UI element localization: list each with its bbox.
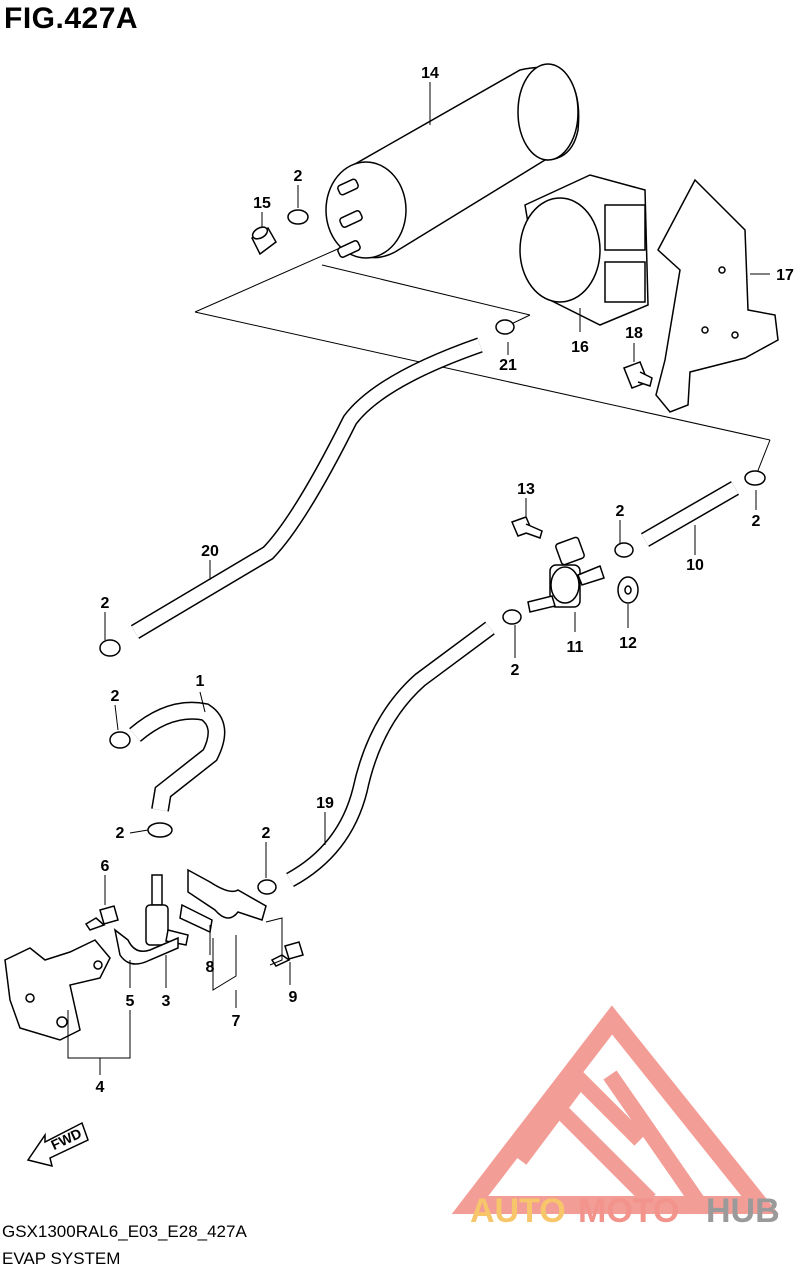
leader-lines [99,82,770,1075]
callout-21: 21 [499,357,517,374]
watermark-auto: AUTO [470,1192,566,1230]
callout-13: 13 [517,481,535,498]
callout-17: 17 [776,267,794,284]
fwd-arrow: FWD [26,1121,89,1168]
callout-2-g: 2 [116,825,125,842]
callout-9: 9 [289,989,298,1006]
bolt [623,361,653,389]
section-lines [194,247,771,479]
watermark-hub: HUB [706,1192,780,1230]
callout-2-f: 2 [111,688,120,705]
callout-10: 10 [686,557,704,574]
mounting-bracket [655,178,779,413]
callout-2-h: 2 [262,825,271,842]
callout-5: 5 [126,993,135,1010]
washer [617,576,639,604]
bolt-13 [510,516,543,539]
callout-12: 12 [619,635,637,652]
hose-1 [129,701,226,812]
callout-8: 8 [206,959,215,976]
callout-15: 15 [253,195,271,212]
callout-16: 16 [571,339,589,356]
callout-14: 14 [421,65,439,82]
callout-2-b: 2 [616,503,625,520]
callout-2-d: 2 [101,595,110,612]
callout-19: 19 [316,795,334,812]
canister [325,63,580,259]
watermark-logo [451,1005,779,1214]
watermark-moto: MOTO [578,1192,679,1230]
callout-4: 4 [96,1079,105,1096]
callout-20: 20 [201,543,219,560]
callout-1: 1 [196,673,205,690]
hose-20 [130,337,483,639]
callout-18: 18 [625,325,643,342]
figure-code: GSX1300RAL6_E03_E28_427A [2,1222,247,1241]
hose-19 [286,621,495,888]
callout-2-a: 2 [294,168,303,185]
clamp-7 [179,868,267,934]
hose-clamps [99,209,766,895]
group-brackets [67,917,283,1059]
watermark-text: AUTO MOTO HUB [470,1192,780,1230]
cap [251,226,277,256]
canister-holder [519,174,649,326]
bolts-6-9 [84,905,304,967]
clamp-5 [113,928,179,965]
callout-11: 11 [567,639,584,656]
callout-6: 6 [101,858,110,875]
figure-subtitle: EVAP SYSTEM [2,1249,121,1268]
purge-valve [527,536,605,613]
callout-2-e: 2 [511,662,520,679]
hose-10 [640,481,740,547]
callout-3: 3 [162,993,171,1010]
bracket-4 [4,939,111,1041]
callout-2-c: 2 [752,513,761,530]
callout-labels: 14 2 15 16 17 18 21 13 2 2 10 20 2 11 12… [96,65,794,1096]
figure-title: FIG.427A [4,2,139,35]
callout-7: 7 [232,1013,241,1030]
